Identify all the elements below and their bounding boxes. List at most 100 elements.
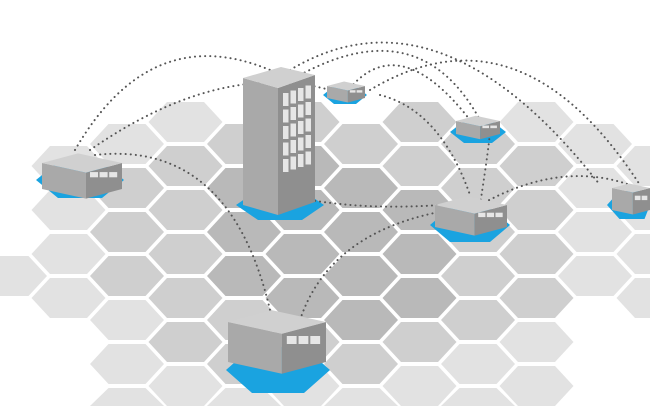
window: [356, 90, 363, 93]
building-roof: [228, 310, 326, 334]
window: [99, 172, 108, 178]
window: [90, 172, 98, 178]
hex-tile: [499, 102, 574, 142]
hex-tile: [324, 256, 398, 296]
dotted-connection-icon: [369, 59, 641, 186]
hex-tile: [265, 234, 340, 274]
tower-window: [305, 135, 311, 148]
hex-tile: [31, 234, 106, 274]
hex-tile: [324, 300, 398, 340]
hex-tile: [90, 344, 164, 384]
hex-tile: [90, 300, 164, 340]
hex-grid: [0, 102, 650, 406]
tower-window: [283, 159, 289, 172]
hex-tile: [616, 234, 650, 274]
dotted-connection-icon: [74, 55, 271, 151]
hex-tile: [382, 234, 457, 274]
hex-tile: [441, 168, 515, 208]
hex-tile: [324, 212, 398, 252]
dotted-connection-icon: [349, 64, 471, 121]
window: [634, 195, 641, 201]
hex-tile: [382, 366, 457, 406]
building-front: [456, 121, 481, 140]
building-roof: [456, 115, 500, 127]
tower-window: [298, 137, 304, 151]
window: [286, 336, 297, 344]
building-front: [228, 322, 282, 374]
building-roof: [42, 153, 122, 173]
tower-window: [283, 142, 289, 156]
dotted-connection-icon: [94, 152, 271, 311]
hex-tile: [31, 190, 106, 230]
building-side: [86, 163, 122, 199]
hex-tile: [148, 234, 223, 274]
hex-tile: [324, 124, 398, 164]
window: [486, 212, 495, 218]
tower-window: [305, 151, 311, 165]
building-side: [347, 86, 365, 103]
hex-tile: [499, 366, 574, 406]
branch-building-icon: [42, 153, 122, 199]
dotted-connection-icon: [299, 49, 481, 121]
hex-tile: [90, 124, 164, 164]
hex-tile: [616, 278, 650, 318]
tower-window: [290, 156, 296, 170]
tower-window: [283, 126, 289, 139]
hex-tile: [382, 278, 457, 318]
hex-tile: [558, 124, 632, 164]
window: [482, 125, 489, 129]
office-tower-icon: [243, 67, 315, 215]
window: [298, 336, 309, 344]
hex-tile: [324, 344, 398, 384]
hex-tile: [148, 190, 223, 230]
tower-window: [305, 118, 311, 132]
window: [349, 90, 356, 93]
branch-building-icon: [456, 115, 500, 140]
hex-tile: [148, 366, 223, 406]
hex-tile: [441, 344, 515, 384]
building-roof: [612, 183, 650, 193]
hex-tile: [382, 102, 457, 142]
hex-tile: [382, 146, 457, 186]
tower-window: [305, 102, 311, 115]
dotted-connection-icon: [299, 209, 451, 321]
tower-window: [298, 154, 304, 167]
dotted-connection-icon: [479, 175, 631, 206]
hex-tile: [90, 388, 164, 406]
tower-window: [305, 85, 311, 99]
tower-window: [298, 88, 304, 101]
hex-tile: [558, 212, 632, 252]
dotted-connection-icon: [479, 129, 491, 206]
tower-window: [290, 107, 296, 120]
hex-tile: [324, 168, 398, 208]
tower-window: [283, 109, 289, 123]
building-roof: [435, 196, 507, 214]
hex-tile: [499, 278, 574, 318]
hex-tile: [148, 102, 223, 142]
window: [495, 212, 503, 218]
building-side: [632, 188, 650, 215]
window: [490, 125, 497, 129]
building-roof: [327, 81, 365, 91]
tower-window: [290, 123, 296, 137]
hex-tile: [558, 256, 632, 296]
tower-front: [243, 78, 278, 215]
building-front: [612, 188, 633, 215]
hex-tile: [207, 256, 281, 296]
hex-tile: [441, 256, 515, 296]
hex-tile: [499, 234, 574, 274]
tower-window: [298, 121, 304, 134]
hex-tile: [90, 212, 164, 252]
hex-tile: [31, 278, 106, 318]
hex-tile: [324, 388, 398, 406]
window: [310, 336, 321, 344]
tower-window: [283, 93, 289, 106]
window: [109, 172, 118, 178]
hex-tile: [265, 278, 340, 318]
branch-building-icon: [435, 196, 507, 236]
hex-tile: [499, 322, 574, 362]
branch-building-icon: [327, 81, 365, 103]
hex-tile: [382, 322, 457, 362]
hex-tile: [148, 322, 223, 362]
